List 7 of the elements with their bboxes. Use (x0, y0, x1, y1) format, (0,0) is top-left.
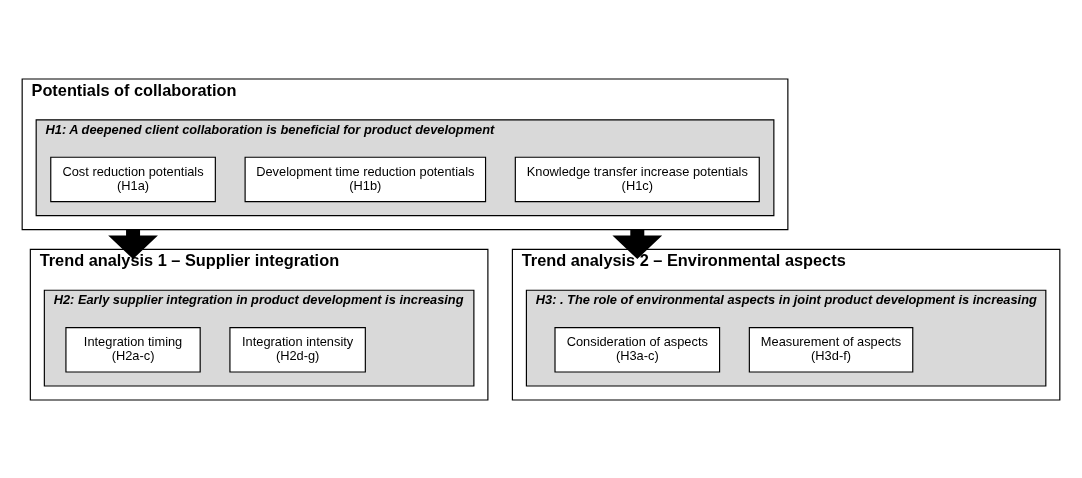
node-box: Measurement of aspects (H3d-f) (748, 326, 914, 373)
node-box: Consideration of aspects (H3a-c) (554, 326, 721, 373)
node-box: Cost reduction potentials (H1a) (50, 156, 216, 202)
node-box: Development time reduction potentials (H1b) (244, 156, 487, 202)
node-box: Integration intensity (H2d-g) (229, 326, 366, 373)
node-box: Integration timing (H2a-c) (65, 326, 201, 373)
node-box: Knowledge transfer increase potentials (H1c) (514, 156, 760, 202)
